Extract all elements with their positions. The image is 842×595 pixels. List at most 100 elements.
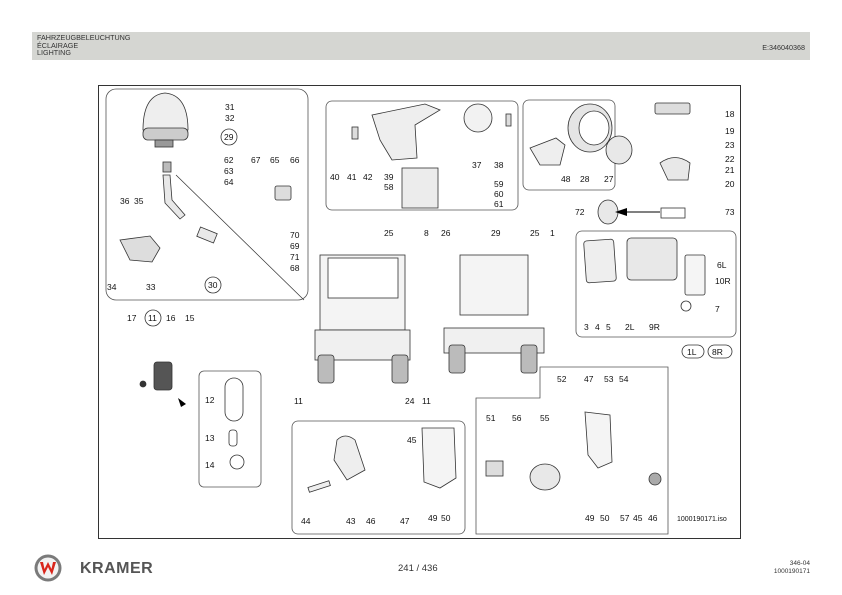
- callouts-beacon: 31 32 29 62 63 64 67 65 66 36 35 70 69 7…: [107, 102, 300, 294]
- callout-40: 40: [330, 172, 340, 182]
- callout-50: 50: [441, 513, 451, 523]
- callout-43: 43: [346, 516, 356, 526]
- callout-71: 71: [290, 252, 300, 262]
- callout-25a: 25: [384, 228, 394, 238]
- section-titles: FAHRZEUGBELEUCHTUNG ÉCLAIRAGE LIGHTING: [37, 34, 130, 57]
- callout-56: 56: [512, 413, 522, 423]
- callout-35: 35: [134, 196, 144, 206]
- callout-48: 48: [561, 174, 571, 184]
- callout-36: 36: [120, 196, 130, 206]
- brand-name: KRAMER: [80, 560, 154, 577]
- callouts-buzzer: 40 41 42 39 37 38 58 59 60 61: [330, 160, 504, 209]
- socket-panel: [291, 420, 466, 535]
- callout-46b: 46: [648, 513, 658, 523]
- callout-10R: 10R: [715, 276, 731, 286]
- callout-24: 24: [405, 396, 415, 406]
- callout-25b: 25: [530, 228, 540, 238]
- callout-47: 47: [400, 516, 410, 526]
- callout-50b: 50: [600, 513, 610, 523]
- bulb-panel: [198, 370, 262, 488]
- callout-20: 20: [725, 179, 735, 189]
- footer-reference: 346-04 1000190171: [774, 560, 810, 575]
- callout-27: 27: [604, 174, 614, 184]
- callout-6L: 6L: [717, 260, 727, 270]
- title-de: FAHRZEUGBELEUCHTUNG: [37, 33, 131, 42]
- callout-12: 12: [205, 395, 215, 405]
- callout-62: 62: [224, 155, 234, 165]
- callout-38: 38: [494, 160, 504, 170]
- callout-61: 61: [494, 199, 504, 209]
- callout-26: 26: [441, 228, 451, 238]
- wacker-logo-icon: [34, 554, 62, 582]
- callout-57: 57: [620, 513, 630, 523]
- page-number: 241 / 436: [398, 563, 438, 574]
- callout-23: 23: [725, 140, 735, 150]
- callout-69: 69: [290, 241, 300, 251]
- callout-11a: 11: [294, 396, 303, 406]
- callout-42: 42: [363, 172, 373, 182]
- callout-33: 33: [146, 282, 156, 292]
- callout-4: 4: [595, 322, 600, 332]
- title-fr: ÉCLAIRAGE: [37, 40, 79, 50]
- callout-17: 17: [127, 313, 137, 323]
- callout-1L: 1L: [687, 347, 697, 357]
- callout-67: 67: [251, 155, 261, 165]
- callout-11b: 11: [422, 396, 431, 406]
- ref-line-1: 346-04: [789, 560, 810, 567]
- ref-line-2: 1000190171: [773, 567, 810, 575]
- callout-47b: 47: [584, 374, 594, 384]
- document-code: E:346040368: [762, 43, 805, 52]
- callout-44: 44: [301, 516, 311, 526]
- callouts-machine: 25 11 24 11 8 26 29 25 1: [294, 228, 555, 406]
- callout-2L: 2L: [625, 322, 635, 332]
- callout-15: 15: [185, 313, 195, 323]
- page-header: FAHRZEUGBELEUCHTUNG ÉCLAIRAGE LIGHTING E…: [32, 32, 810, 60]
- callout-53: 53: [604, 374, 614, 384]
- buzzer-panel: [325, 100, 519, 211]
- callout-37: 37: [472, 160, 482, 170]
- callout-8R: 8R: [712, 347, 723, 357]
- callout-31: 31: [225, 102, 235, 112]
- parts-diagram: 31 32 29 62 63 64 67 65 66 36 35 70 69 7…: [98, 85, 741, 539]
- callout-39: 39: [384, 172, 394, 182]
- drawing-file-label: 1000190171.iso: [677, 516, 727, 523]
- callout-9R: 9R: [649, 322, 660, 332]
- callout-19: 19: [725, 126, 735, 136]
- callout-34: 34: [107, 282, 117, 292]
- callout-29: 29: [224, 132, 234, 142]
- callout-41: 41: [347, 172, 357, 182]
- callouts-worklight: 48 28 27: [561, 174, 614, 184]
- callouts-socket: 44 43 46 45 47 49 50: [301, 435, 451, 526]
- callout-18: 18: [725, 109, 735, 119]
- callout-63: 63: [224, 166, 234, 176]
- callout-30: 30: [208, 280, 218, 290]
- headlamp-panel: [575, 230, 737, 338]
- callout-29b: 29: [491, 228, 501, 238]
- callout-11c: 11: [148, 313, 157, 323]
- callouts-relay: 52 47 53 54 51 56 55 49 50 57 45 46 1000…: [486, 374, 727, 523]
- callout-14: 14: [205, 460, 215, 470]
- callout-70: 70: [290, 230, 300, 240]
- callout-72: 72: [575, 207, 585, 217]
- callout-65: 65: [270, 155, 280, 165]
- callout-64: 64: [224, 177, 234, 187]
- callout-52: 52: [557, 374, 567, 384]
- title-en: LIGHTING: [37, 48, 71, 58]
- callout-28: 28: [580, 174, 590, 184]
- callout-51: 51: [486, 413, 496, 423]
- callout-59: 59: [494, 179, 504, 189]
- callout-22: 22: [725, 154, 735, 164]
- callout-45: 45: [407, 435, 417, 445]
- callout-21: 21: [725, 165, 735, 175]
- callouts-headlamp: 6L 10R 7 3 4 5 2L 9R 1L 8R: [584, 260, 733, 359]
- callout-16: 16: [166, 313, 176, 323]
- callout-45b: 45: [633, 513, 643, 523]
- callout-68: 68: [290, 263, 300, 273]
- exploded-view-drawing: 31 32 29 62 63 64 67 65 66 36 35 70 69 7…: [105, 88, 737, 535]
- callout-1: 1: [550, 228, 555, 238]
- callout-3: 3: [584, 322, 589, 332]
- beacon-panel: [105, 88, 309, 301]
- callout-55: 55: [540, 413, 550, 423]
- relay-panel: [475, 366, 669, 535]
- callout-54: 54: [619, 374, 629, 384]
